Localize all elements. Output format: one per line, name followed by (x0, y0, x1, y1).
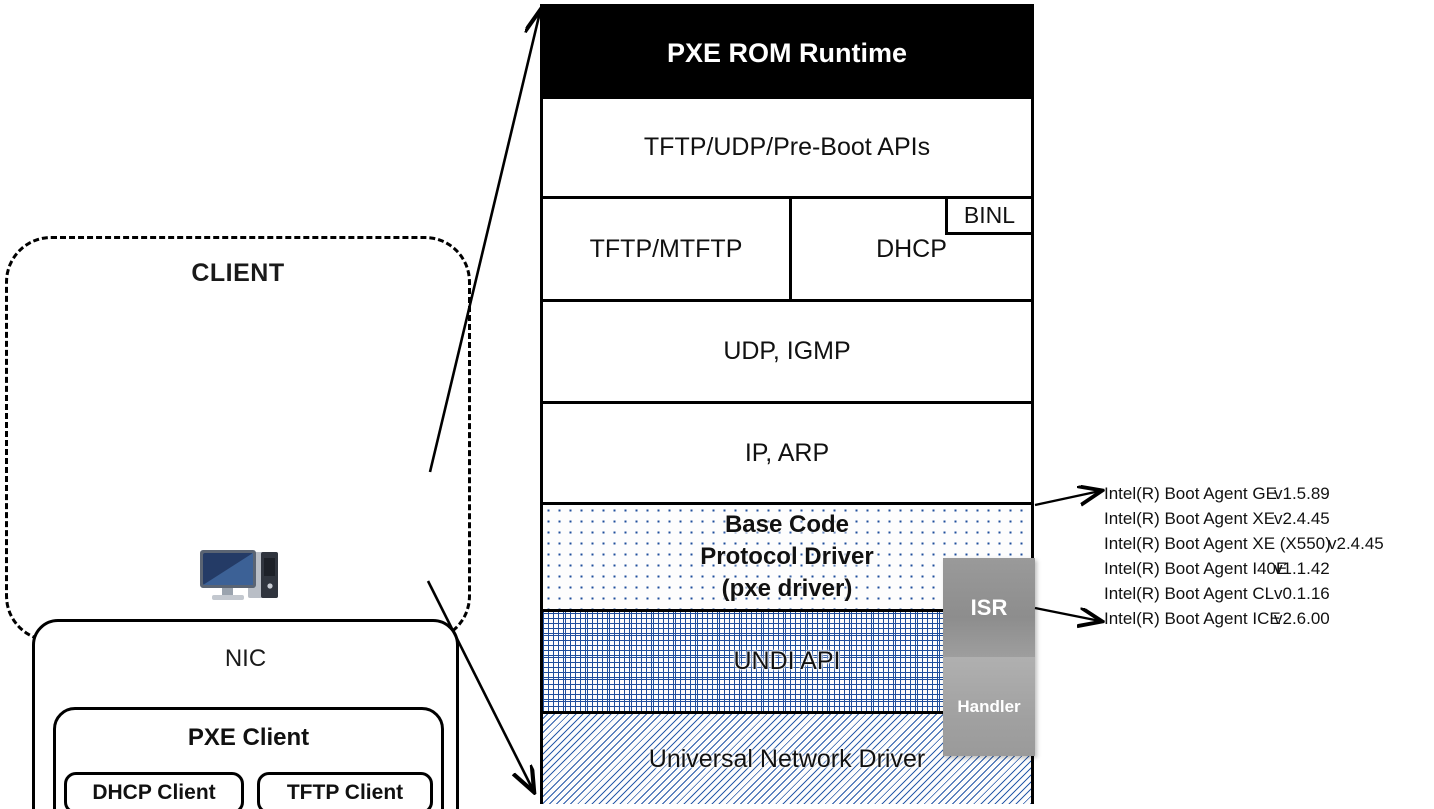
boot-agent-row: Intel(R) Boot Agent XE (X550)v2.4.45 (1104, 534, 1434, 559)
boot-agent-name: Intel(R) Boot Agent I40E (1104, 559, 1288, 578)
base-code-line-1: Base Code (724, 511, 850, 539)
pxe-client-box: PXE Client DHCP Client TFTP Client (53, 707, 444, 809)
client-boundary: CLIENT NIC PXE Client DHCP Client TFTP C… (5, 236, 471, 809)
client-title: CLIENT (191, 259, 285, 287)
layer-label: TFTP/MTFTP (589, 234, 743, 263)
layer-label: TFTP/UDP/Pre-Boot APIs (643, 133, 931, 161)
layer-label: UDP, IGMP (723, 337, 851, 365)
boot-agent-version: v2.4.45 (1328, 534, 1384, 553)
layer-pxe-rom-runtime: PXE ROM Runtime (543, 7, 1031, 99)
boot-agent-version: v1.5.89 (1274, 484, 1330, 503)
handler-cell: Handler (943, 657, 1035, 756)
nic-label: NIC (224, 645, 267, 672)
layer-label: PXE ROM Runtime (666, 37, 908, 68)
boot-agent-version: v2.4.45 (1274, 509, 1330, 528)
boot-agent-name: Intel(R) Boot Agent GE (1104, 484, 1277, 503)
binl-box: BINL (945, 199, 1031, 235)
boot-agent-name: Intel(R) Boot Agent XE (X550) (1104, 534, 1331, 553)
cell-dhcp: DHCP BINL (792, 199, 1031, 299)
isr-cell: ISR (943, 558, 1035, 657)
pxe-client-label: PXE Client (187, 724, 310, 751)
boot-agent-name: Intel(R) Boot Agent CL (1104, 584, 1275, 603)
desktop-computer-icon (200, 550, 278, 600)
layer-tftp-udp-preboot-apis: TFTP/UDP/Pre-Boot APIs (543, 99, 1031, 199)
boot-agent-version: v2.6.00 (1274, 609, 1330, 628)
layer-label: IP, ARP (744, 438, 830, 467)
boot-agent-version: v1.1.42 (1274, 559, 1330, 578)
isr-handler-box: ISR Handler (943, 558, 1035, 756)
boot-agent-version: v0.1.16 (1274, 584, 1330, 603)
tftp-client-box: TFTP Client (257, 772, 433, 809)
pxe-rom-stack: PXE ROM Runtime TFTP/UDP/Pre-Boot APIs T… (540, 4, 1034, 804)
arrow-isr-to-agents (1034, 606, 1100, 621)
base-code-line-2: Protocol Driver (700, 543, 874, 571)
dhcp-client-box: DHCP Client (64, 772, 244, 809)
layer-label: Base Code Protocol Driver (pxe driver) (700, 509, 873, 605)
layer-ip-arp: IP, ARP (543, 404, 1031, 505)
arrow-base-code-to-agents (1034, 491, 1100, 505)
layer-label: UNDI API (733, 647, 841, 675)
layer-label: DHCP (876, 234, 947, 263)
boot-agent-name: Intel(R) Boot Agent XE (1104, 509, 1276, 528)
boot-agent-name: Intel(R) Boot Agent ICE (1104, 609, 1281, 628)
cell-tftp-mtftp: TFTP/MTFTP (543, 199, 792, 299)
layer-tftp-dhcp-row: TFTP/MTFTP DHCP BINL (543, 199, 1031, 302)
layer-udp-igmp: UDP, IGMP (543, 302, 1031, 404)
base-code-line-3: (pxe driver) (721, 574, 853, 602)
nic-box: NIC PXE Client DHCP Client TFTP Client (32, 619, 459, 809)
layer-label: Universal Network Driver (648, 744, 926, 773)
